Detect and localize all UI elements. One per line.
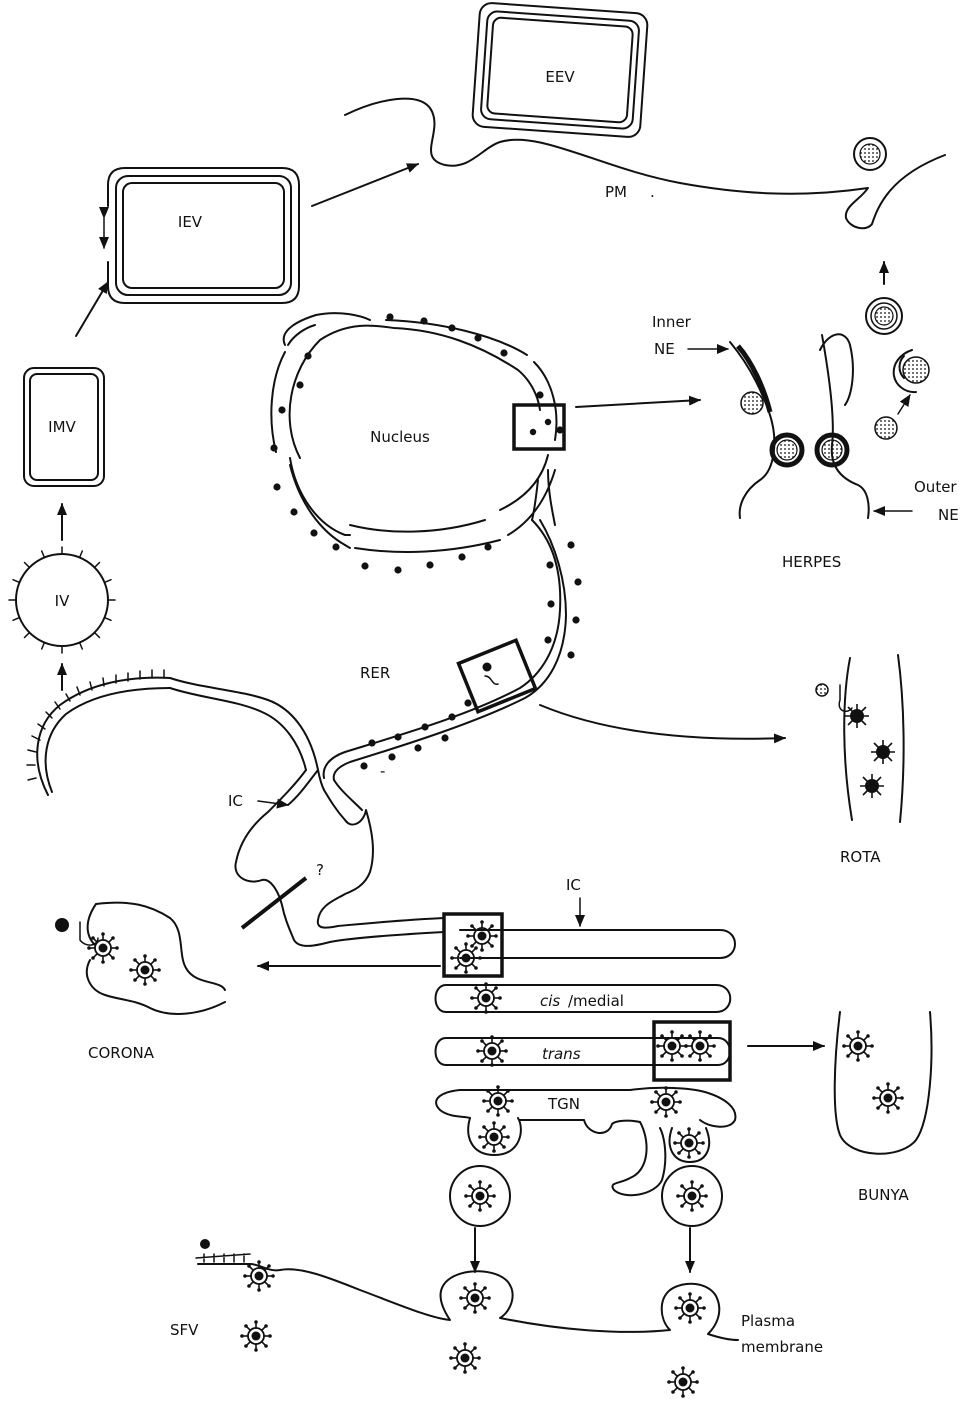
cis-label: cis bbox=[540, 992, 560, 1010]
nucleus: Nucleus bbox=[270, 313, 564, 574]
tgn-label: TGN bbox=[547, 1095, 580, 1113]
bunya-label: BUNYA bbox=[858, 1186, 909, 1204]
rota-arrow bbox=[540, 705, 785, 739]
herpes-envelopment bbox=[894, 350, 929, 392]
herpes-egress-arrow-1 bbox=[898, 395, 910, 414]
iv-label: IV bbox=[55, 592, 70, 610]
pm-dots: . bbox=[650, 183, 655, 201]
ic-top-arrow bbox=[258, 801, 288, 805]
eev-label: EEV bbox=[545, 68, 575, 86]
membrane-label: membrane bbox=[741, 1338, 823, 1356]
pox-arrow-4 bbox=[312, 164, 418, 206]
ic-golgi-label: IC bbox=[566, 876, 581, 894]
nucleus-label: Nucleus bbox=[370, 428, 430, 446]
ne-outer-label: NE bbox=[938, 506, 959, 524]
plasma-label: Plasma bbox=[741, 1312, 795, 1330]
imv-particle: IMV bbox=[24, 368, 104, 486]
bunya-region: BUNYA bbox=[748, 1012, 931, 1204]
imv-label: IMV bbox=[48, 418, 76, 436]
outer-label: Outer bbox=[914, 478, 957, 496]
rer: RER bbox=[324, 470, 582, 780]
plasma-membrane-top: PM . bbox=[345, 99, 945, 229]
rer-label: RER bbox=[360, 664, 390, 682]
golgi-stack: IC cis /medial trans TGN bbox=[436, 876, 736, 1195]
question-label: ? bbox=[316, 861, 324, 879]
herpes-label: HERPES bbox=[782, 553, 841, 571]
iev-particle: IEV bbox=[104, 168, 299, 303]
eev-particle: EEV bbox=[472, 2, 648, 137]
pm-label: PM bbox=[605, 183, 627, 201]
herpes-region: Inner NE Outer NE HERPES bbox=[576, 138, 959, 571]
stray-dot: - bbox=[380, 762, 385, 780]
trans-label: trans bbox=[542, 1045, 581, 1063]
sfv-region: SFV Plasma membrane bbox=[170, 1166, 823, 1398]
inner-label: Inner bbox=[652, 313, 692, 331]
herpes-arrow bbox=[576, 400, 700, 407]
iev-label: IEV bbox=[178, 213, 203, 231]
pox-crescent bbox=[27, 670, 170, 795]
rota-label: ROTA bbox=[840, 848, 881, 866]
sfv-label: SFV bbox=[170, 1321, 199, 1339]
iv-particle: IV bbox=[9, 547, 115, 653]
corona-label: CORONA bbox=[88, 1044, 155, 1062]
rota-region: ROTA bbox=[540, 655, 904, 866]
corona-region: CORONA bbox=[55, 903, 440, 1062]
pox-arrow-3 bbox=[76, 282, 108, 336]
ic-top-label: IC bbox=[228, 792, 243, 810]
ic-network: IC ? - bbox=[228, 762, 444, 946]
ne-inner-label: NE bbox=[654, 340, 675, 358]
medial-label: /medial bbox=[568, 992, 624, 1010]
